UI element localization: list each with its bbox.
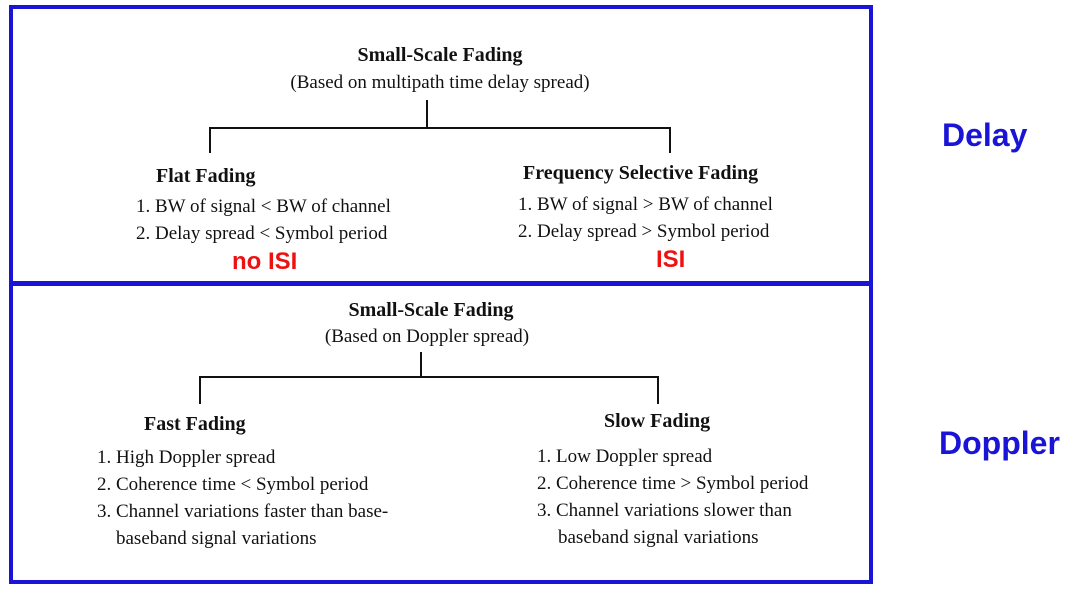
slow-fading-item-3: 3. Channel variations slower than xyxy=(537,500,792,521)
doppler-tree-left-drop xyxy=(199,376,201,404)
delay-root-title: Small-Scale Fading xyxy=(357,44,523,66)
frequency-selective-item-2: 2. Delay spread > Symbol period xyxy=(518,221,770,242)
doppler-tree-right-drop xyxy=(657,376,659,404)
fast-fading-item-3: 3. Channel variations faster than base- xyxy=(97,501,389,522)
doppler-tree-stem xyxy=(420,352,422,377)
doppler-root-title: Small-Scale Fading xyxy=(348,299,514,321)
fast-fading-item-1: 1. High Doppler spread xyxy=(97,447,276,468)
delay-root-subtitle: (Based on multipath time delay spread) xyxy=(290,72,590,93)
doppler-tree-bar xyxy=(199,376,659,378)
no-isi-note: no ISI xyxy=(232,248,298,275)
frequency-selective-fading-title: Frequency Selective Fading xyxy=(523,162,759,184)
flat-fading-item-1: 1. BW of signal < BW of channel xyxy=(136,196,391,217)
fast-fading-title: Fast Fading xyxy=(144,413,246,435)
slow-fading-item-3-cont: baseband signal variations xyxy=(558,527,759,548)
delay-tree-bar xyxy=(209,127,671,129)
delay-tree-stem xyxy=(426,100,428,128)
slow-fading-item-1: 1. Low Doppler spread xyxy=(537,446,713,467)
slow-fading-title: Slow Fading xyxy=(604,410,711,432)
delay-tree-left-drop xyxy=(209,127,211,153)
fast-fading-item-2: 2. Coherence time < Symbol period xyxy=(97,474,369,495)
flat-fading-title: Flat Fading xyxy=(156,165,256,187)
fast-fading-item-3-cont: baseband signal variations xyxy=(116,528,317,549)
delay-side-label: Delay xyxy=(942,117,1028,153)
delay-tree-right-drop xyxy=(669,127,671,153)
flat-fading-item-2: 2. Delay spread < Symbol period xyxy=(136,223,388,244)
doppler-panel xyxy=(9,282,873,584)
isi-note: ISI xyxy=(656,246,686,273)
doppler-root-subtitle: (Based on Doppler spread) xyxy=(324,326,530,347)
slow-fading-item-2: 2. Coherence time > Symbol period xyxy=(537,473,809,494)
doppler-side-label: Doppler xyxy=(939,425,1060,461)
frequency-selective-item-1: 1. BW of signal > BW of channel xyxy=(518,194,773,215)
